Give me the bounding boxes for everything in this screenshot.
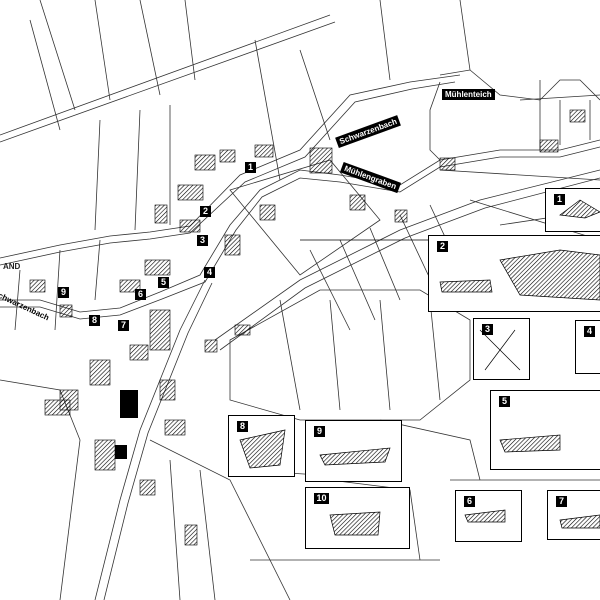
inset-number: 6 [464,496,475,507]
inset-sketch-6: 6 [455,490,522,542]
map-marker-5: 5 [158,277,169,288]
map-marker-8: 8 [89,315,100,326]
inset-sketch-3: 3 [473,318,530,380]
map-marker-2: 2 [200,206,211,217]
map-marker-9: 9 [58,287,69,298]
inset-sketch-8: 8 [228,415,295,477]
inset-number: 5 [499,396,510,407]
inset-sketch-2: 2 [428,235,600,312]
label-land-fragment: AND [3,262,21,271]
inset-sketch-9: 9 [305,420,402,482]
map-marker-1: 1 [245,162,256,173]
map-marker-6: 6 [135,289,146,300]
inset-sketch-4: 4 [575,320,600,374]
inset-sketch-10: 10 [305,487,410,549]
inset-sketch-1: 1 [545,188,600,232]
inset-number: 9 [314,426,325,437]
inset-number: 2 [437,241,448,252]
map-marker-3: 3 [197,235,208,246]
inset-number: 7 [556,496,567,507]
inset-number: 3 [482,324,493,335]
inset-number: 1 [554,194,565,205]
inset-sketch-7: 7 [547,490,600,540]
inset-number: 8 [237,421,248,432]
inset-number: 4 [584,326,595,337]
map-marker-7: 7 [118,320,129,331]
inset-sketch-5: 5 [490,390,600,470]
map-marker-4: 4 [204,267,215,278]
label-muehlenteich: Mühlenteich [442,89,495,100]
inset-number: 10 [314,493,329,504]
